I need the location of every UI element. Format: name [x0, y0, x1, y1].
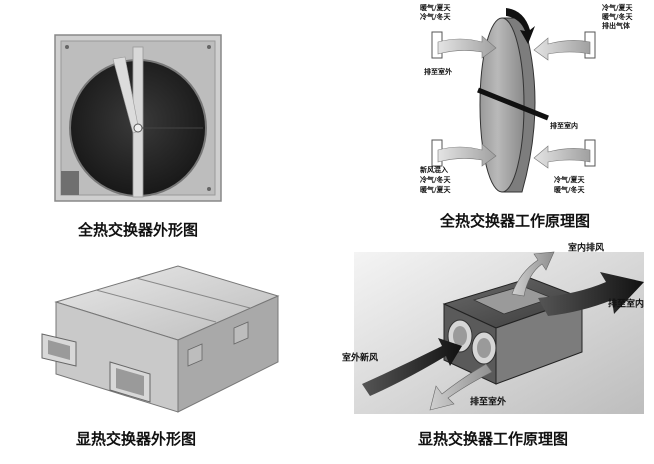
- sensible-exterior-caption: 显热交换器外形图: [76, 430, 197, 448]
- label-outdoor-fresh: 室外新风: [342, 352, 378, 364]
- sensible-principle-caption: 显热交换器工作原理图: [418, 430, 569, 448]
- label-indoor-exhaust: 室内排风: [568, 242, 604, 254]
- label-top-right-1: 冷气/夏天: [602, 3, 634, 12]
- total-heat-exchanger-principle-panel: 暖气/夏天 冷气/冬天 冷气/夏天 暖气/冬天 排出气体 排至室外 排至室内 新…: [420, 0, 645, 205]
- total-exterior-caption: 全热交换器外形图: [78, 221, 199, 239]
- total-principle-diagram: 暖气/夏天 冷气/冬天 冷气/夏天 暖气/冬天 排出气体 排至室外 排至室内 新…: [420, 3, 634, 194]
- label-exhaust-in: 排至室内: [550, 121, 578, 130]
- label-bottom-left-1: 新风混入: [420, 165, 448, 174]
- label-top-left-2: 冷气/冬天: [420, 12, 452, 21]
- label-to-outdoor: 排至室外: [470, 396, 506, 408]
- label-top-right-2: 暖气/冬天: [602, 12, 634, 21]
- label-to-indoor: 排至室内: [608, 298, 644, 310]
- total-heat-exchanger-exterior-panel: [53, 33, 223, 203]
- sensible-exchanger-photo: [41, 265, 280, 413]
- sensible-principle-diagram: 室内排风 排至室内 室外新风 排至室外: [342, 242, 644, 414]
- total-principle-caption: 全热交换器工作原理图: [440, 212, 591, 230]
- sensible-heat-exchanger-principle-panel: 室内排风 排至室内 室外新风 排至室外: [342, 238, 654, 418]
- label-top-right-3: 排出气体: [602, 21, 631, 30]
- sensible-heat-exchanger-exterior-panel: [38, 262, 283, 422]
- label-bottom-left-3: 暖气/夏天: [420, 185, 452, 194]
- heat-wheel-photo: [54, 34, 222, 202]
- label-top-left-1: 暖气/夏天: [420, 3, 452, 12]
- label-exhaust-out: 排至室外: [424, 67, 452, 76]
- label-bottom-right-1: 冷气/夏天: [554, 175, 586, 184]
- label-bottom-right-2: 暖气/冬天: [554, 185, 586, 194]
- label-bottom-left-2: 冷气/冬天: [420, 175, 452, 184]
